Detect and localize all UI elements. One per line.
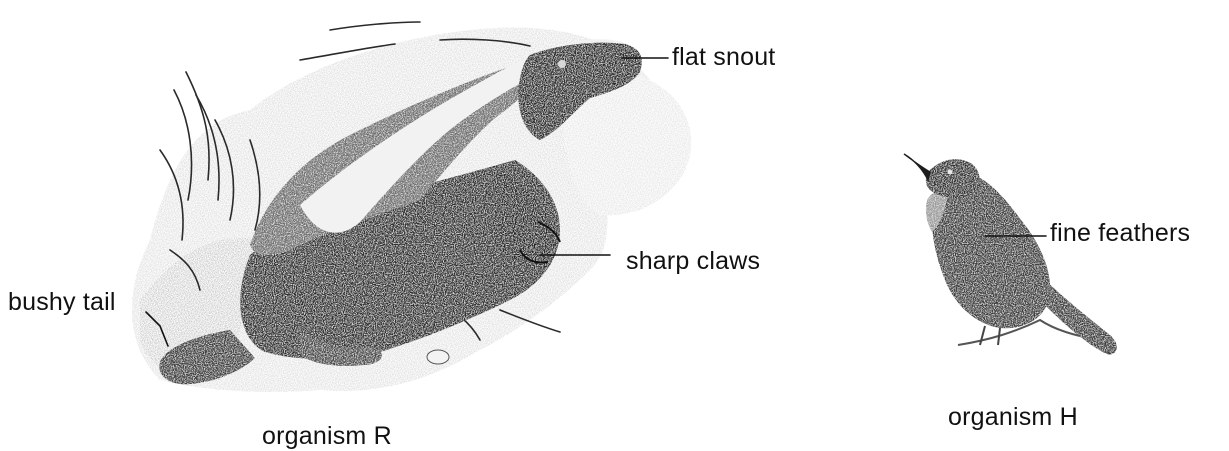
organism-r-caption: organism R (262, 421, 392, 451)
fine-feathers-label: fine feathers (1050, 218, 1190, 248)
organism-r-drawing (132, 22, 691, 392)
bushy-tail-label: bushy tail (8, 287, 116, 317)
organism-h-drawing (904, 154, 1117, 355)
sharp-claws-label: sharp claws (626, 246, 760, 276)
flat-snout-label: flat snout (672, 42, 775, 72)
organism-h-caption: organism H (948, 402, 1078, 432)
